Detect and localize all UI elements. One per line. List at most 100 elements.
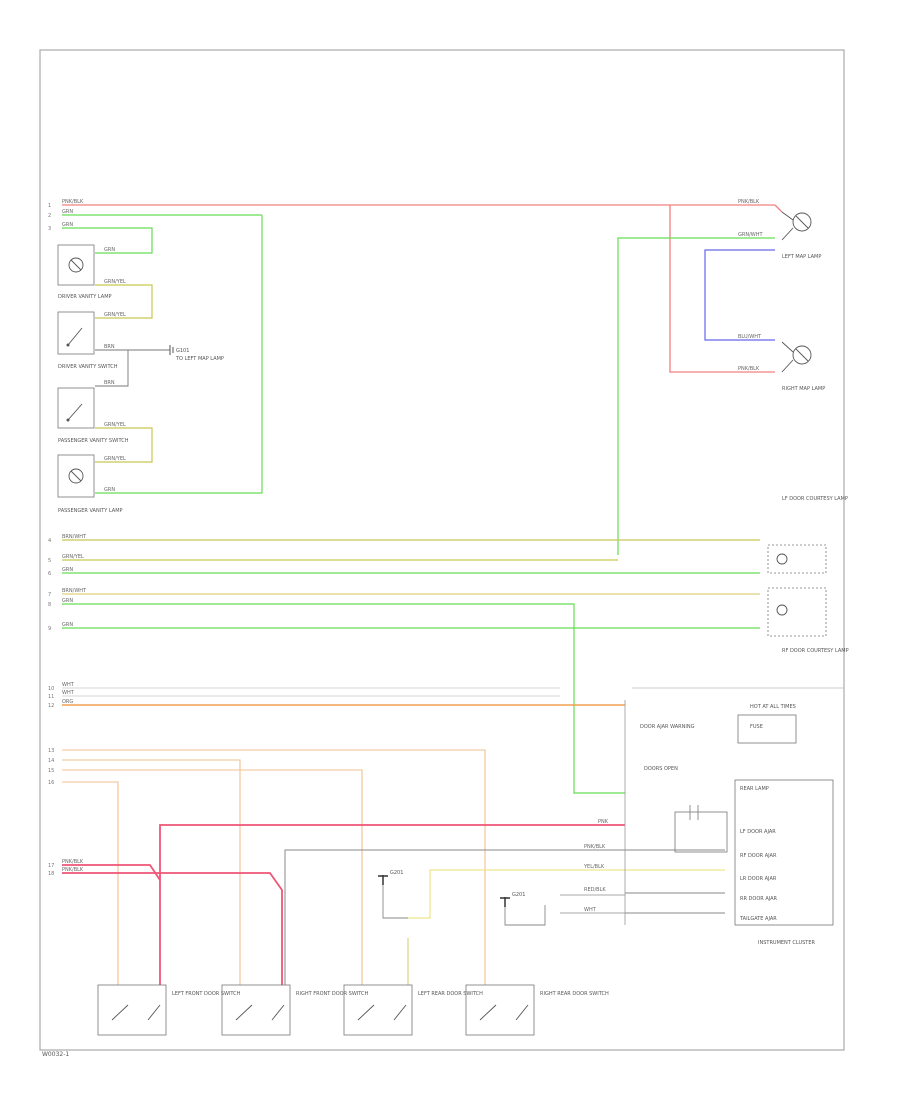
to-left-map-lamp-label: TO LEFT MAP LAMP	[175, 356, 224, 362]
ground-g101-label: G101	[176, 348, 189, 354]
instrument-cluster	[624, 700, 834, 926]
ground-g201-a	[378, 875, 388, 885]
wire-ground-bottom	[382, 885, 546, 985]
wire-grn-yel-vanity	[95, 284, 153, 463]
connector-pin: 7	[48, 592, 51, 598]
wire-label-pnk-blk: PNK/BLK	[62, 199, 84, 205]
left-map-lamp	[781, 211, 812, 241]
door-switch-3-label: LEFT REAR DOOR SWITCH	[418, 991, 483, 997]
connector-pin: 9	[48, 626, 51, 632]
wire-pnk-blk-top	[62, 204, 783, 373]
rear-lamp-label: REAR LAMP	[740, 786, 769, 792]
wire-label-grn-yel-3: GRN/YEL	[104, 422, 126, 428]
connector-pin: 15	[48, 768, 54, 774]
wire-label-pnk-blk-2: PNK/BLK	[62, 859, 84, 865]
connector-pin: 1	[48, 203, 51, 209]
connector-pin: 6	[48, 571, 51, 577]
wire-label-org: ORG	[62, 699, 73, 705]
wire-label-pnk-blk-right2: PNK/BLK	[738, 366, 760, 372]
diagram-frame	[39, 49, 845, 1051]
wire-label-grn-yel-4: GRN/YEL	[104, 456, 126, 462]
fuse-label: FUSE	[750, 724, 763, 730]
wire-label-grn-5: GRN	[62, 567, 73, 573]
connector-pin: 14	[48, 758, 54, 764]
wire-label-yel-blk: YEL/BLK	[583, 864, 605, 870]
wire-label-brn-wht-2: BRN/WHT	[62, 588, 87, 594]
wire-label-red-blk: RED/BLK	[584, 887, 606, 893]
lf-door-ajar-label: LF DOOR AJAR	[740, 829, 776, 835]
wire-label-wht-1: WHT	[62, 682, 75, 688]
wire-label-wht-3: WHT	[584, 907, 597, 913]
driver-vanity-switch	[57, 311, 95, 355]
connector-pin: 12	[48, 703, 54, 709]
wire-label-pnk: PNK	[598, 819, 609, 825]
door-ajar-warning-label: DOOR AJAR WARNING	[640, 724, 695, 730]
connector-pin: 4	[48, 538, 51, 544]
passenger-vanity-lamp	[57, 454, 95, 498]
wire-label-grn-3: GRN	[104, 247, 115, 253]
rf-courtesy-lamp-label: RF DOOR COURTESY LAMP	[782, 648, 849, 654]
lf-courtesy-lamp-label: LF DOOR COURTESY LAMP	[782, 496, 848, 502]
wire-label-grn-6: GRN	[62, 598, 73, 604]
rf-courtesy-lamp	[767, 587, 827, 637]
connector-pin: 10	[48, 686, 54, 692]
passenger-vanity-switch	[57, 387, 95, 429]
wire-label-grn-2: GRN	[62, 222, 73, 228]
wire-label-blu-wht: BLU/WHT	[738, 334, 762, 340]
left-map-lamp-label: LEFT MAP LAMP	[782, 254, 821, 260]
right-map-lamp-label: RIGHT MAP LAMP	[782, 386, 825, 392]
lf-courtesy-lamp	[767, 544, 827, 574]
wire-label-brn-2: BRN	[104, 380, 115, 386]
doors-open-label: DOORS OPEN	[644, 766, 678, 772]
connector-pin: 5	[48, 558, 51, 564]
door-switch-4	[465, 984, 535, 1036]
wire-label-pnk-blk-3: PNK/BLK	[62, 867, 84, 873]
wire-grn-wht-map	[617, 237, 775, 555]
hot-at-all-times-label: HOT AT ALL TIMES	[750, 704, 796, 710]
ground-g201-b	[500, 897, 510, 907]
wire-wht-org	[62, 687, 625, 706]
door-switch-4-label: RIGHT REAR DOOR SWITCH	[540, 991, 609, 997]
wire-label-pnk-blk-right: PNK/BLK	[738, 199, 760, 205]
rf-door-ajar-label: RF DOOR AJAR	[740, 853, 777, 859]
passenger-vanity-switch-label: PASSENGER VANITY SWITCH	[58, 438, 129, 444]
wire-label-grn-yel-2: GRN/YEL	[104, 312, 126, 318]
connector-pin: 2	[48, 213, 51, 219]
driver-vanity-lamp	[57, 244, 95, 286]
ground-g201-a-label: G201	[390, 870, 403, 876]
door-switch-2	[221, 984, 291, 1036]
wire-label-grn-yel-5: GRN/YEL	[62, 554, 84, 560]
connector-pin: 16	[48, 780, 54, 786]
wire-label-brn-1: BRN	[104, 344, 115, 350]
wire-brn-ground	[95, 349, 170, 387]
connector-pin: 17	[48, 863, 54, 869]
driver-vanity-lamp-label: DRIVER VANITY LAMP	[58, 294, 112, 300]
lr-door-ajar-label: LR DOOR AJAR	[740, 876, 777, 882]
connector-pin: 13	[48, 748, 54, 754]
door-switch-1-label: LEFT FRONT DOOR SWITCH	[172, 991, 241, 997]
passenger-vanity-lamp-label: PASSENGER VANITY LAMP	[58, 508, 123, 514]
wire-label-grn-wht: GRN/WHT	[738, 232, 763, 238]
wire-label-brn-wht-1: BRN/WHT	[62, 534, 87, 540]
wire-pnk-main	[62, 824, 625, 985]
wire-bus-middle	[62, 539, 760, 794]
connector-pin: 3	[48, 226, 51, 232]
wire-cluster-feeds	[284, 849, 725, 985]
diagram-code: W0032-1	[42, 1051, 69, 1058]
driver-vanity-switch-label: DRIVER VANITY SWITCH	[58, 364, 118, 370]
door-switch-2-label: RIGHT FRONT DOOR SWITCH	[296, 991, 369, 997]
wire-label-grn-7: GRN	[62, 622, 73, 628]
connector-pin: 8	[48, 602, 51, 608]
wire-label-wht-2: WHT	[62, 690, 75, 696]
connector-pin: 11	[48, 694, 54, 700]
wire-grn-vanity	[62, 214, 263, 494]
tailgate-ajar-label: TAILGATE AJAR	[739, 916, 777, 922]
wire-label-grn-yel-1: GRN/YEL	[104, 279, 126, 285]
ground-g201-b-label: G201	[512, 892, 525, 898]
instrument-cluster-label: INSTRUMENT CLUSTER	[758, 940, 816, 946]
rr-door-ajar-label: RR DOOR AJAR	[740, 896, 778, 902]
wire-label-grn-4: GRN	[104, 487, 115, 493]
wire-door-switch-feeds	[62, 749, 486, 985]
